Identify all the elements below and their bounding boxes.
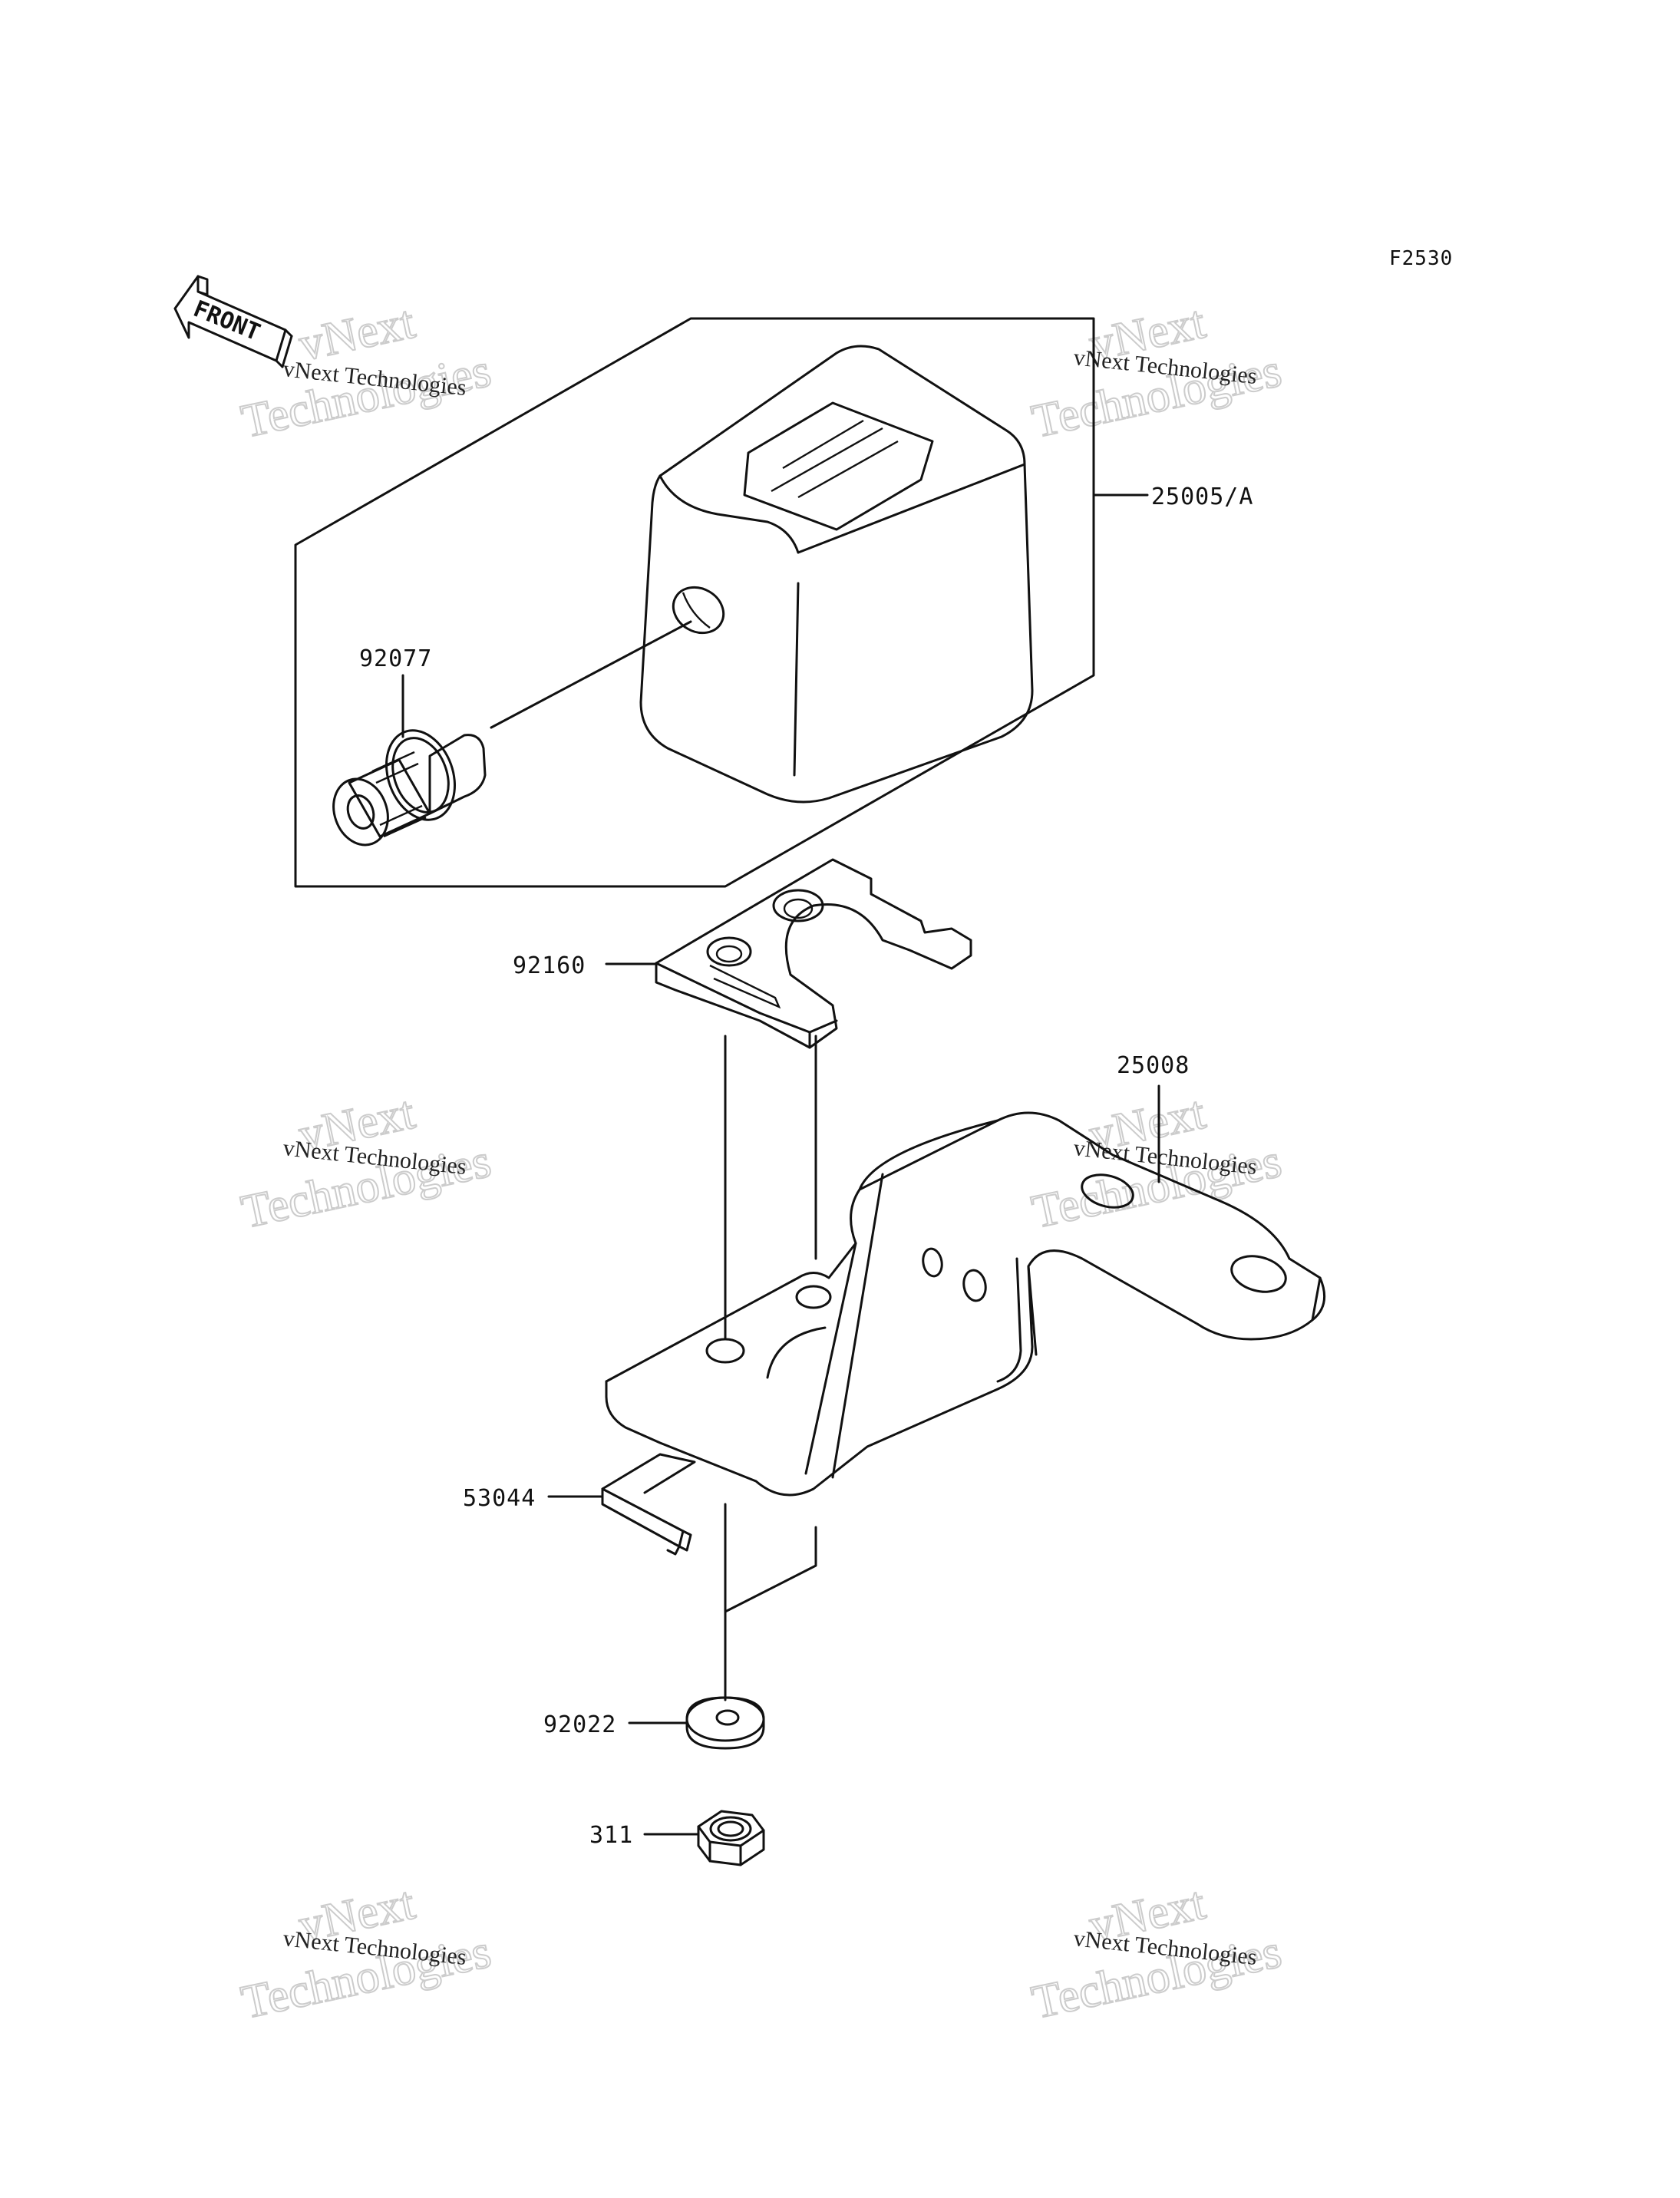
watermark-bottom-left: vNext Technologies vNext Technologies (236, 1876, 497, 2030)
label-25005-a: 25005/A (1151, 483, 1253, 510)
lower-guide-lines (724, 1503, 817, 1613)
leader-lines (401, 493, 1160, 1836)
front-arrow-icon: FRONT (173, 275, 293, 368)
watermark-top-right: vNext Technologies vNext Technologies (1027, 295, 1287, 449)
plate-part (655, 858, 972, 1049)
watermark-mid-left: vNext Technologies vNext Technologies (236, 1086, 497, 1239)
figure-code: F2530 (1389, 247, 1453, 270)
watermark-top-left: vNext Technologies vNext Technologies (236, 295, 497, 449)
label-311: 311 (589, 1822, 633, 1849)
label-53044: 53044 (463, 1485, 536, 1512)
label-92077: 92077 (359, 645, 432, 672)
gear-leader-line (490, 620, 692, 729)
label-92160: 92160 (513, 952, 586, 979)
assembly-outline (294, 317, 1095, 888)
label-92022: 92022 (543, 1711, 616, 1738)
bracket-part (605, 1111, 1326, 1497)
watermark-bottom-right: vNext Technologies vNext Technologies (1027, 1876, 1287, 2030)
clip-part (601, 1453, 696, 1556)
label-25008: 25008 (1117, 1052, 1190, 1079)
meter-housing (639, 345, 1034, 804)
gear-part (332, 729, 487, 847)
nut-part (697, 1810, 765, 1866)
washer-part (685, 1696, 765, 1750)
